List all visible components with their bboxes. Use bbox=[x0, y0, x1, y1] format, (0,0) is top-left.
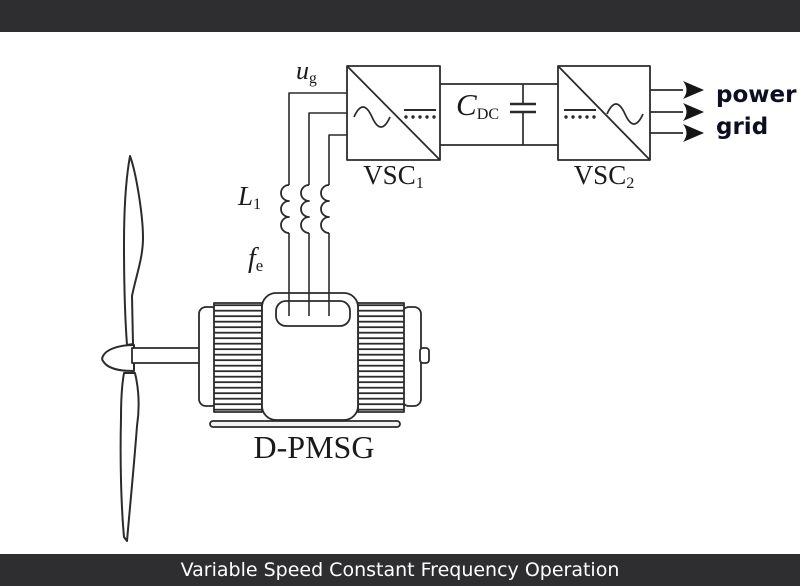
grid-output-arrows bbox=[650, 81, 704, 142]
label-l1: L1 bbox=[238, 181, 262, 214]
stator-wire-b bbox=[308, 112, 347, 185]
inductor-coil-a bbox=[280, 184, 290, 234]
vsc2-ac-symbol bbox=[606, 103, 644, 125]
inductor-coil-c bbox=[320, 184, 330, 234]
label-power-grid-line1: power bbox=[716, 82, 797, 108]
label-vsc1: VSC1 bbox=[363, 160, 424, 193]
grid-arrow-1-icon bbox=[683, 81, 704, 99]
label-ug: ug bbox=[296, 56, 317, 87]
generator-shaft-stub bbox=[419, 347, 430, 364]
vsc2-dc-symbol-dots bbox=[564, 115, 596, 119]
vsc2-diagonal bbox=[557, 65, 651, 161]
label-fe: fe bbox=[248, 243, 264, 276]
generator-base bbox=[209, 420, 401, 428]
vsc1-diagonal bbox=[346, 65, 441, 161]
grid-arrow-2-icon bbox=[683, 103, 704, 121]
vsc1-ac-symbol bbox=[353, 106, 391, 128]
grid-arrow-3-icon bbox=[683, 124, 704, 142]
label-cdc: CDC bbox=[456, 87, 500, 124]
stator-wire-a bbox=[288, 92, 347, 185]
turbine-hub-icon bbox=[101, 344, 135, 372]
top-letterbox-bar bbox=[0, 0, 800, 32]
label-generator: D-PMSG bbox=[253, 429, 375, 465]
turbine-blade-lower bbox=[119, 372, 140, 542]
stator-wire-c bbox=[328, 134, 347, 185]
drive-shaft bbox=[131, 347, 209, 364]
generator-terminal-box bbox=[275, 300, 351, 327]
generator-fins-right bbox=[357, 302, 405, 413]
vsc1-dc-symbol-dots bbox=[404, 115, 436, 119]
inductor-coil-b bbox=[300, 184, 310, 234]
turbine-blade-upper bbox=[123, 155, 144, 346]
label-vsc2: VSC2 bbox=[573, 160, 635, 193]
bottom-caption-bar bbox=[0, 554, 800, 586]
label-power-grid-line2: grid bbox=[716, 114, 769, 140]
generator-fins-left bbox=[213, 302, 263, 413]
caption-text: Variable Speed Constant Frequency Operat… bbox=[180, 559, 620, 581]
